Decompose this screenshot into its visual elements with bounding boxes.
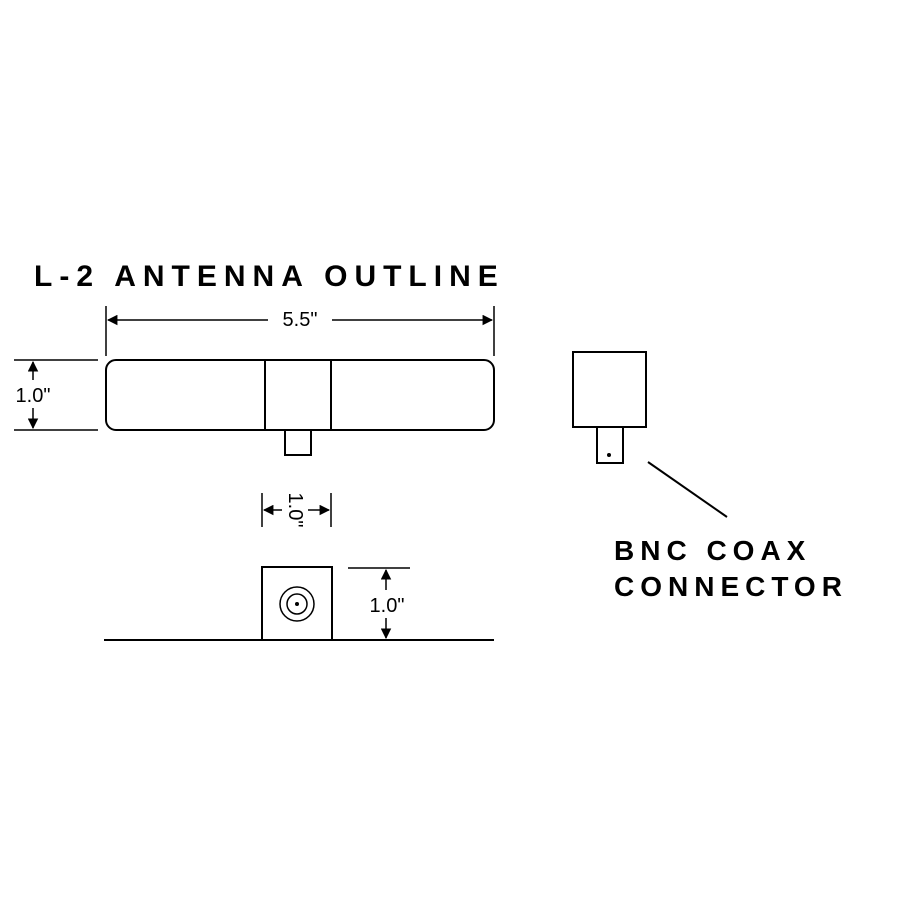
conn-width-label-bg: [282, 492, 308, 528]
bnc-connector-inner-ring: [286, 593, 308, 615]
length-label: 5.5": [283, 309, 318, 331]
bnc-stub-pin: [607, 453, 611, 457]
height-label-bg: [6, 380, 58, 408]
connector-width-label: 1.0": [284, 493, 306, 528]
bnc-housing: [572, 351, 647, 428]
callout-line-1: BNC COAX: [614, 535, 811, 566]
height-label: 1.0": [16, 385, 51, 407]
end-view-height-label: 1.0": [370, 595, 405, 617]
antenna-end-view: [104, 566, 494, 641]
bnc-connector-pin: [295, 602, 299, 606]
connector-stub: [284, 429, 312, 456]
antenna-top-view: [105, 359, 495, 456]
bnc-connector-outer-ring: [279, 586, 315, 622]
callout-line-2: CONNECTOR: [614, 571, 848, 602]
bnc-connector-detail: [572, 351, 728, 518]
end-height-label-bg: [360, 590, 414, 618]
bnc-stub: [596, 426, 624, 464]
antenna-body: [105, 359, 495, 431]
length-label-bg: [268, 306, 332, 332]
callout-leader-line: [647, 461, 728, 518]
end-view-block: [261, 566, 333, 641]
diagram-title: L-2 ANTENNA OUTLINE: [34, 260, 505, 293]
